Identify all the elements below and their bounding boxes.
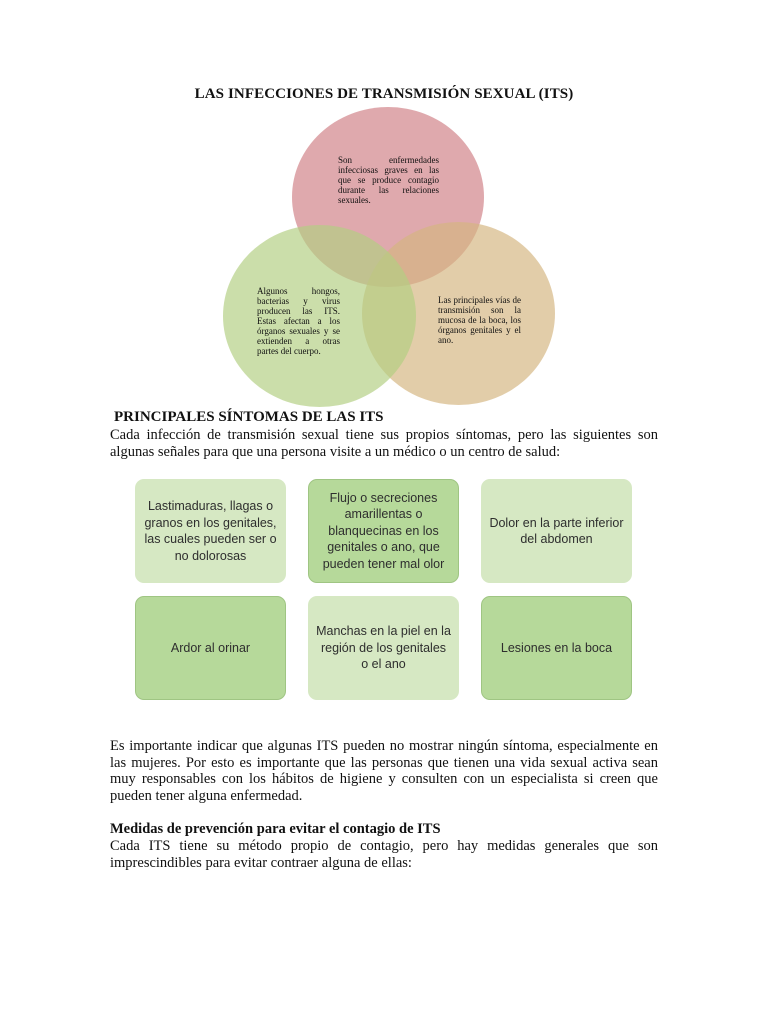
note-paragraph: Es importante indicar que algunas ITS pu… [110, 738, 658, 804]
symptom-box: Dolor en la parte inferior del abdomen [481, 479, 632, 583]
symptom-box: Flujo o secreciones amarillentas o blanq… [308, 479, 459, 583]
venn-top-text: Son enfermedades infecciosas graves en l… [338, 155, 439, 205]
venn-diagram: Son enfermedades infecciosas graves en l… [0, 0, 768, 420]
symptoms-heading: PRINCIPALES SÍNTOMAS DE LAS ITS [114, 409, 384, 425]
venn-left-text: Algunos hongos, bacterias y virus produc… [257, 286, 340, 356]
prevention-intro: Cada ITS tiene su método propio de conta… [110, 838, 658, 871]
symptoms-intro: Cada infección de transmisión sexual tie… [110, 427, 658, 460]
prevention-heading: Medidas de prevención para evitar el con… [110, 821, 441, 837]
venn-right-text: Las principales vías de transmisión son … [438, 295, 521, 345]
symptom-box: Manchas en la piel en la región de los g… [308, 596, 459, 700]
symptom-box: Lastimaduras, llagas o granos en los gen… [135, 479, 286, 583]
venn-circle-left [223, 225, 416, 407]
symptom-box: Lesiones en la boca [481, 596, 632, 700]
symptom-box: Ardor al orinar [135, 596, 286, 700]
document-title: LAS INFECCIONES DE TRANSMISIÓN SEXUAL (I… [194, 86, 574, 102]
